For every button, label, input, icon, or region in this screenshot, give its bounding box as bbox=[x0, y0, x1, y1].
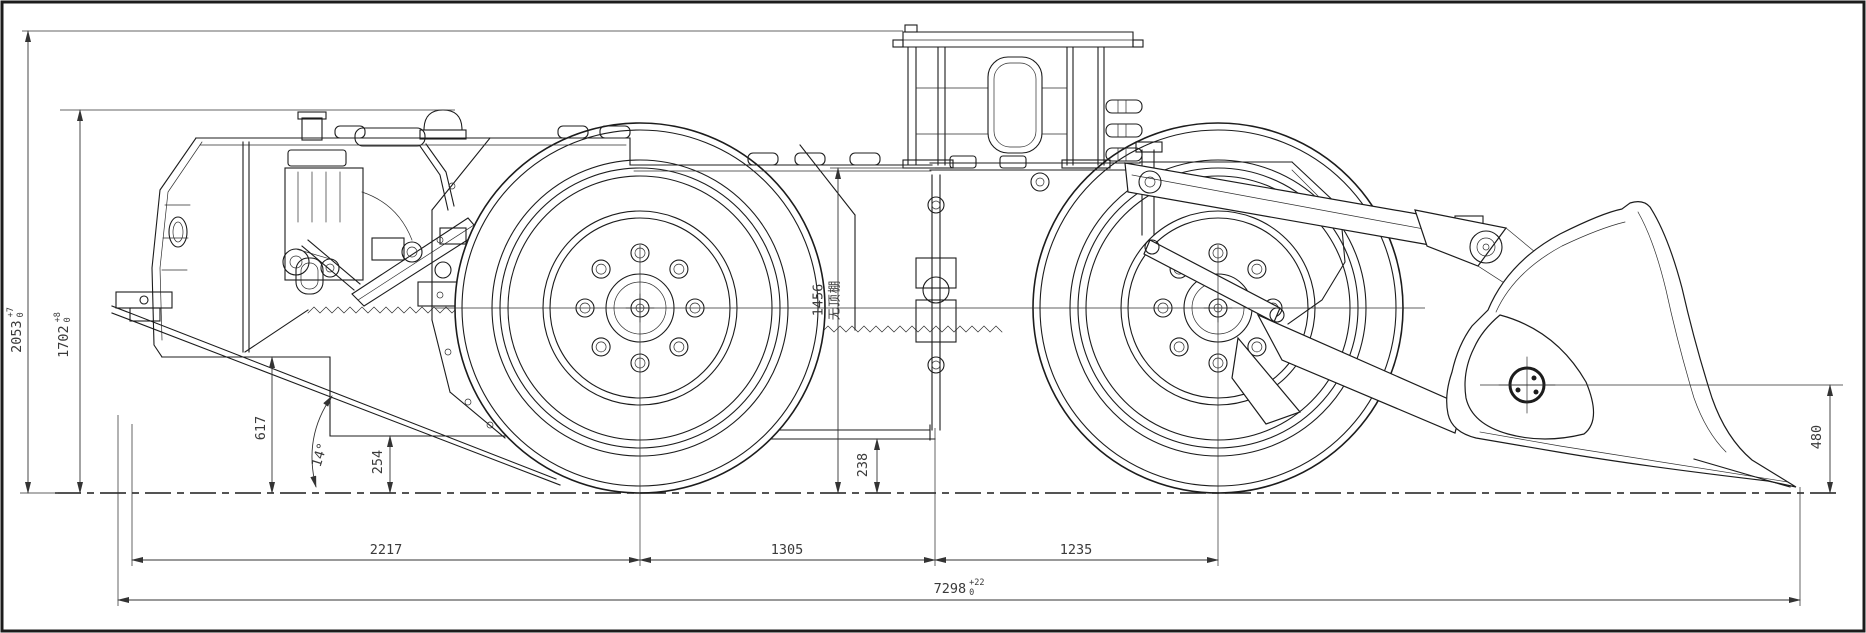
articulation-joint bbox=[915, 174, 957, 431]
dim-overall-length-tol-lower: 0 bbox=[969, 588, 975, 598]
dim-overall-height-value: 2053 bbox=[9, 320, 25, 353]
dim-rear-axle-to-hinge-value: 1305 bbox=[770, 542, 804, 558]
dim-rear-ground-clearance-value: 254 bbox=[370, 449, 386, 475]
dim-bucket-hinge-height-label: 480 bbox=[1809, 425, 1825, 449]
dim-overall-length-tol-upper: +22 bbox=[969, 578, 985, 589]
front-leg-plate bbox=[1231, 336, 1302, 425]
dim-rear-overhang-label: 2217 bbox=[370, 542, 403, 558]
lower-link-arm bbox=[1256, 313, 1463, 434]
dim-overall-height-tol-lower: 0 bbox=[16, 312, 26, 318]
dim-overall-length-value: 7298 bbox=[933, 581, 967, 597]
front-frame bbox=[929, 155, 1463, 434]
dim-rear-axle-to-hinge-label: 1305 bbox=[771, 542, 804, 558]
centerlines bbox=[435, 245, 1843, 566]
dim-hinge-to-front-axle-label: 1235 bbox=[1060, 542, 1093, 558]
engine-details bbox=[282, 111, 481, 307]
dim-height-no-canopy-value: 1456 bbox=[810, 283, 827, 317]
dim-overall-length-label: 7298 +22 0 bbox=[933, 578, 985, 599]
dim-rear-overhang-value: 2217 bbox=[369, 542, 403, 558]
dim-rear-frame-height-value: 617 bbox=[253, 415, 269, 441]
dim-height-no-canopy-note: 无顶棚 bbox=[826, 279, 842, 321]
dim-bucket-hinge-height-value: 480 bbox=[1809, 424, 1825, 450]
canopy bbox=[892, 24, 1144, 169]
dim-height-no-canopy-label: 1456 无顶棚 bbox=[810, 280, 841, 321]
bucket bbox=[1446, 201, 1797, 488]
dim-overall-height-label: 2053 +7 0 bbox=[6, 307, 27, 353]
dim-rear-frame-height-label: 617 bbox=[253, 416, 269, 440]
dim-hinge-to-front-axle-value: 1235 bbox=[1059, 542, 1093, 558]
dim-body-height-tol-lower: 0 bbox=[63, 317, 73, 323]
dim-mid-ground-clearance-value: 238 bbox=[855, 452, 871, 478]
dimension-lines bbox=[22, 30, 1833, 606]
dim-body-height-label: 1702 +8 0 bbox=[53, 312, 74, 358]
boom bbox=[1124, 141, 1536, 289]
dim-rear-ground-clearance-label: 254 bbox=[370, 450, 386, 474]
dim-mid-ground-clearance-label: 238 bbox=[855, 453, 871, 477]
dim-body-height-value: 1702 bbox=[56, 325, 72, 358]
